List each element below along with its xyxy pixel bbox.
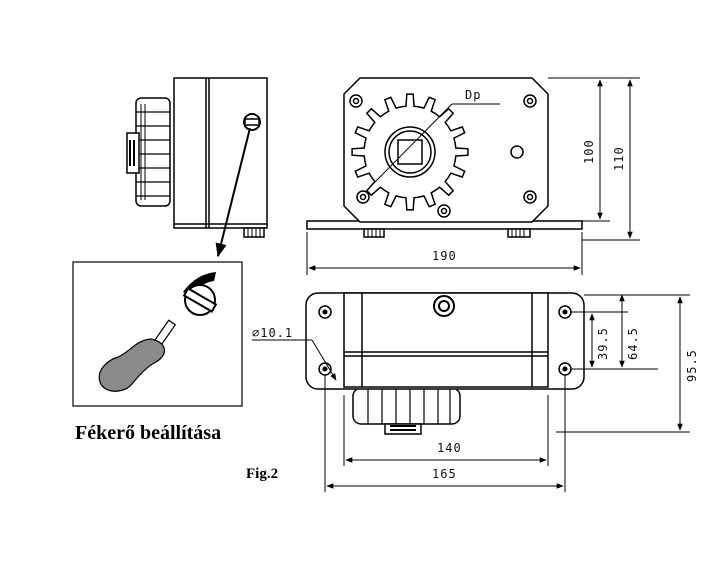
front-pinion-gear [351,93,469,211]
mounting-holes [349,94,537,218]
side-pinion-gear [126,97,171,207]
detail-screw-icon [182,284,218,316]
dim-140: 140 [437,441,462,455]
screwdriver-icon [98,319,177,392]
figure-label: Fig.2 [246,466,279,482]
detail-box [72,261,243,407]
dim-110: 110 [612,146,626,171]
dim-165: 165 [432,467,457,481]
dim-190: 190 [432,249,457,263]
dim-64-5: 64.5 [626,327,640,360]
dim-95-5: 95.5 [685,349,699,382]
side-view [126,77,268,238]
front-dimensions [306,77,640,275]
pointer-arrow [215,127,251,258]
front-view [306,77,583,238]
top-pinion-gear [352,387,461,435]
dim-hole-diameter: ∅10.1 [252,326,293,340]
dim-100: 100 [582,139,596,164]
top-dimensions [252,294,690,492]
dim-39-5: 39.5 [596,327,610,360]
pitch-diameter-label: Dp [465,88,481,102]
brake-screw [243,113,261,131]
caption-title: Fékerő beállítása [75,422,222,444]
top-view [305,292,585,435]
side-housing [173,77,268,238]
